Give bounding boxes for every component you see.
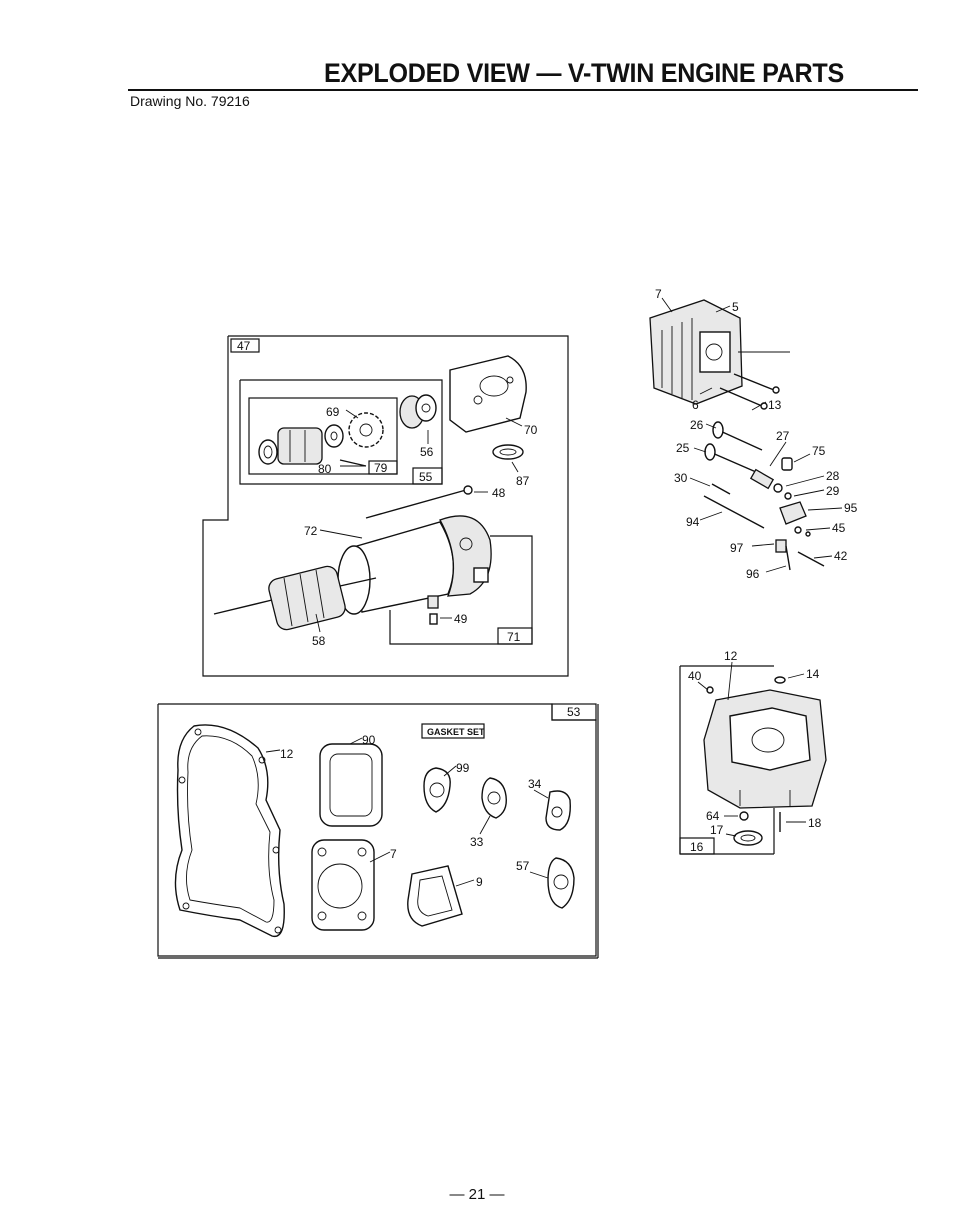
page-number: — 21 — [449, 1186, 505, 1203]
cylinder-head [649, 299, 790, 405]
drive-end-cap [449, 355, 527, 433]
callout-64: 64 [706, 809, 720, 823]
callout-34: 34 [528, 777, 542, 791]
starter-motor-assembly: 47 55 79 [202, 335, 569, 677]
callout-45: 45 [832, 521, 846, 535]
callout-9: 9 [476, 875, 483, 889]
crankcase-assembly: 16 12 40 14 64 17 18 [679, 649, 827, 855]
box-label-47: 47 [237, 339, 251, 353]
callout-97: 97 [730, 541, 744, 555]
callout-6: 6 [692, 398, 699, 412]
callout-95: 95 [844, 501, 858, 515]
callout-30: 30 [674, 471, 688, 485]
page-title: EXPLODED VIEW — V-TWIN ENGINE PARTS [324, 58, 844, 88]
callout-33: 33 [470, 835, 484, 849]
callout-75: 75 [812, 444, 826, 458]
box-label-16: 16 [690, 840, 704, 854]
carburetor-gasket [423, 767, 451, 813]
callout-40: 40 [688, 669, 702, 683]
intake-gasket [481, 777, 507, 819]
exhaust-gasket [545, 790, 571, 831]
crankcase-gasket [174, 724, 285, 938]
callout-69: 69 [326, 405, 340, 419]
callout-80: 80 [318, 462, 332, 476]
callout-18: 18 [808, 816, 822, 830]
callout-27: 27 [776, 429, 790, 443]
callout-28: 28 [826, 469, 840, 483]
box-label-79: 79 [374, 461, 388, 475]
callout-13: 13 [768, 398, 782, 412]
box-label-53: 53 [567, 705, 581, 719]
motor-housing [337, 515, 492, 615]
callout-58: 58 [312, 634, 326, 648]
drive-nut [399, 394, 437, 429]
armature [213, 565, 377, 631]
crankcase [703, 689, 827, 809]
callout-12-gasket: 12 [280, 747, 294, 761]
cylinder-head-gasket [311, 839, 375, 931]
callout-5: 5 [732, 300, 739, 314]
callout-49: 49 [454, 612, 468, 626]
callout-96: 96 [746, 567, 760, 581]
breather-gasket [547, 857, 575, 909]
callout-56: 56 [420, 445, 434, 459]
air-cleaner-gasket [407, 865, 463, 927]
cylinder-head-assembly: 7 5 6 13 26 27 25 75 28 29 30 95 94 45 9… [649, 287, 858, 581]
callout-90: 90 [362, 733, 376, 747]
callout-70: 70 [524, 423, 538, 437]
callout-25: 25 [676, 441, 690, 455]
callout-12-crankcase: 12 [724, 649, 738, 663]
callout-14: 14 [806, 667, 820, 681]
callout-42: 42 [834, 549, 848, 563]
callout-48: 48 [492, 486, 506, 500]
valve-cover-gasket [319, 743, 383, 827]
callout-17: 17 [710, 823, 724, 837]
callout-72: 72 [304, 524, 318, 538]
callout-57: 57 [516, 859, 530, 873]
drawing-number: Drawing No. 79216 [130, 93, 250, 109]
callout-99: 99 [456, 761, 470, 775]
callout-7-head: 7 [655, 287, 662, 301]
gasket-set: 53 GASKET SET [157, 703, 599, 959]
box-label-71: 71 [507, 630, 521, 644]
callout-87: 87 [516, 474, 530, 488]
callout-94: 94 [686, 515, 700, 529]
gasket-set-label: GASKET SET [427, 727, 485, 737]
box-label-55: 55 [419, 470, 433, 484]
callout-26: 26 [690, 418, 704, 432]
starter-drive-part [258, 424, 344, 465]
pinion-gear [348, 412, 384, 448]
callout-29: 29 [826, 484, 840, 498]
callout-7-gasket: 7 [390, 847, 397, 861]
title-rule [128, 89, 918, 91]
